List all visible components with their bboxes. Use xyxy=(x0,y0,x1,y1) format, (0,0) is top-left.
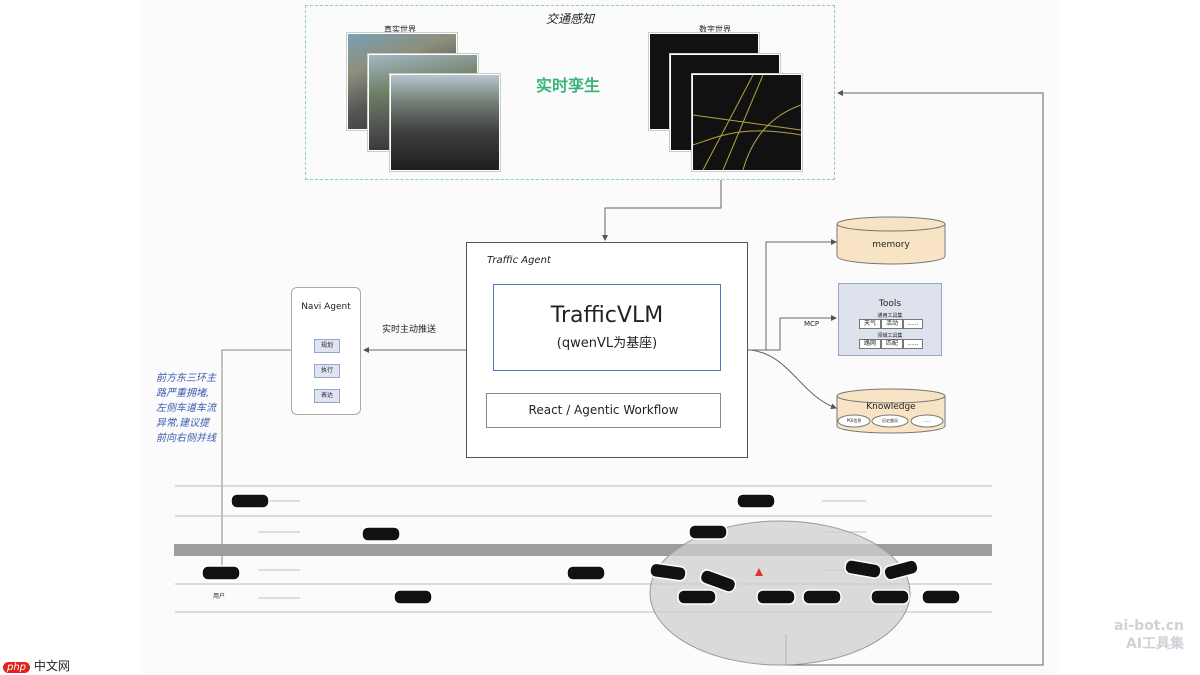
tool-matching: 匹配 xyxy=(881,339,903,349)
navi-agent-title: Navi Agent xyxy=(301,302,351,312)
road-network-icon xyxy=(692,74,802,171)
agentic-workflow-box: React / Agentic Workflow xyxy=(486,393,721,428)
tool-weather: 天气 xyxy=(859,319,881,329)
traffic-agent-box: Traffic Agent TrafficVLM (qwenVL为基座) Rea… xyxy=(466,242,748,458)
perception-title: 交通感知 xyxy=(545,12,594,26)
memory-label: memory xyxy=(872,240,910,250)
navi-agent-box: Navi Agent 规划 执行 表达 xyxy=(291,287,361,415)
vlm-title: TrafficVLM xyxy=(550,303,664,328)
tool-more-domain: ...... xyxy=(903,339,923,349)
navi-express: 表达 xyxy=(314,389,340,403)
tool-more-general: ...... xyxy=(903,319,923,329)
knowledge-more: ...... xyxy=(923,418,931,423)
digital-world-frame-3 xyxy=(692,74,802,171)
vlm-subtitle: (qwenVL为基座) xyxy=(556,336,658,351)
php-badge: php xyxy=(3,662,31,673)
warning-icon xyxy=(755,568,763,576)
traffic-agent-label: Traffic Agent xyxy=(487,255,551,266)
tools-title: Tools xyxy=(878,299,902,309)
tool-road-network: 路网 xyxy=(859,339,881,349)
knowledge-poi: POI信息 xyxy=(846,418,862,423)
watermark-line-2: AI工具集 xyxy=(1125,636,1184,652)
navi-plan: 规划 xyxy=(314,339,340,353)
domain-tools-title: 领域工具集 xyxy=(877,333,903,339)
logo-text: 中文网 xyxy=(33,659,70,673)
realtime-twin-label: 实时孪生 xyxy=(536,76,601,95)
memory-cylinder xyxy=(836,216,946,265)
knowledge-history: 历史路况 xyxy=(882,418,898,423)
navi-execute: 执行 xyxy=(314,364,340,378)
knowledge-cylinder xyxy=(836,388,946,434)
tool-activity: 活动 xyxy=(881,319,903,329)
navigation-advice-note: 前方东三环主路严重拥堵,左侧车道车流异常,建议提前向右侧并线 xyxy=(156,373,216,444)
traffic-vlm-box: TrafficVLM (qwenVL为基座) xyxy=(493,284,721,371)
push-label: 实时主动推送 xyxy=(382,325,437,335)
digital-world-caption: 数字世界 xyxy=(699,25,731,34)
real-world-photo-3 xyxy=(390,74,500,171)
site-logo: php 中文网 xyxy=(3,657,70,674)
tools-box: Tools 通用工具集 天气 活动 ...... 领域工具集 路网 匹配 ...… xyxy=(838,283,942,356)
user-label: 用户 xyxy=(213,593,226,600)
real-world-caption: 真实世界 xyxy=(384,25,416,34)
watermark-line-1: ai-bot.cn xyxy=(1114,618,1184,634)
watermark: ai-bot.cn AI工具集 xyxy=(1114,617,1184,653)
knowledge-title: Knowledge xyxy=(866,402,916,412)
mcp-label: MCP xyxy=(804,320,820,328)
general-tools-title: 通用工具集 xyxy=(877,313,903,319)
